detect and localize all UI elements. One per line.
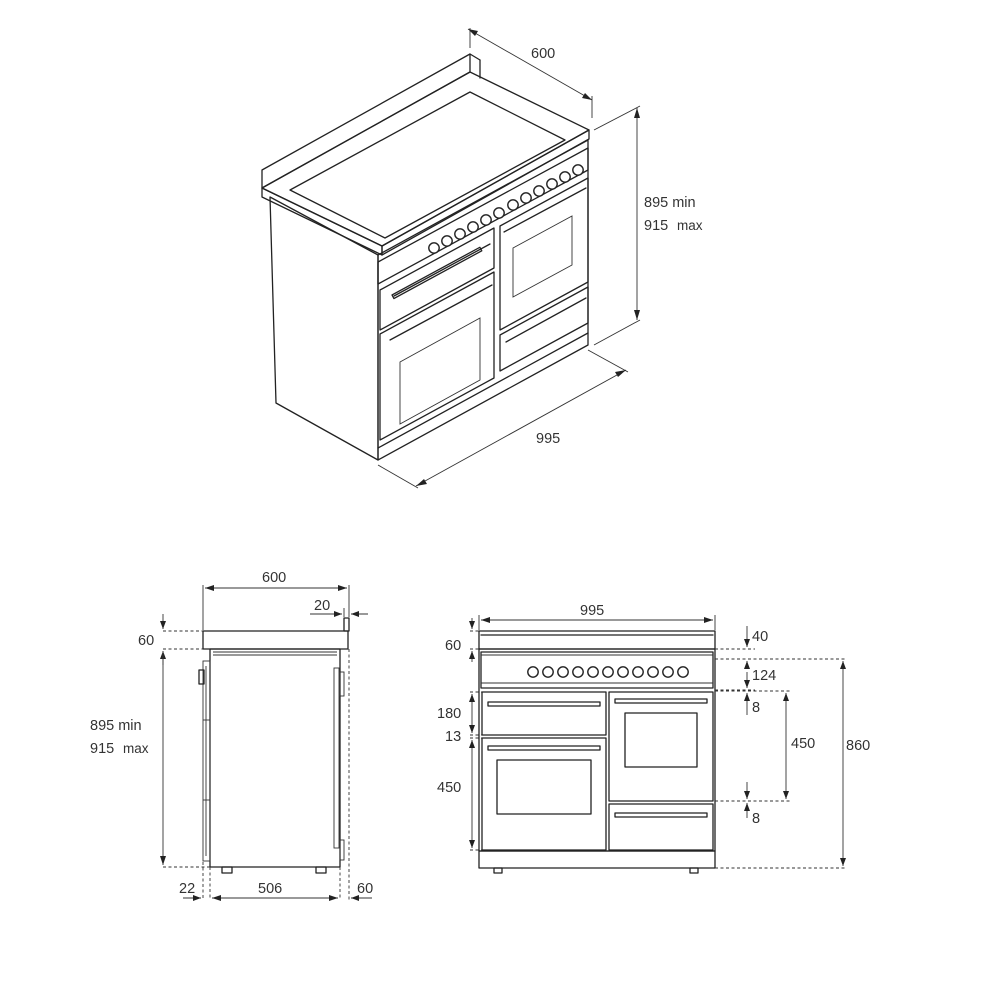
iso-height-dimension: 895 min 915 max xyxy=(593,105,703,346)
side-depth-label: 600 xyxy=(262,570,286,586)
front-gap-bottom-label: 8 xyxy=(752,811,760,827)
front-total-height-label: 860 xyxy=(846,738,870,754)
iso-control-panel xyxy=(377,147,589,285)
side-height-max-word: max xyxy=(123,741,149,756)
iso-worktop-front-edge xyxy=(261,187,383,256)
iso-width-dimension: 995 xyxy=(377,349,629,489)
isometric-view: 600 895 min 915 max 995 xyxy=(261,28,703,489)
iso-right-oven-door xyxy=(499,177,589,331)
iso-depth-label: 600 xyxy=(531,46,555,62)
front-right-oven-door xyxy=(608,691,714,802)
iso-worktop-top xyxy=(261,71,590,247)
iso-width-label: 995 xyxy=(536,431,560,447)
iso-plinth xyxy=(377,332,589,449)
iso-upstand xyxy=(261,53,471,189)
iso-height-max-word: max xyxy=(677,218,703,233)
iso-left-oven-door xyxy=(379,271,495,441)
iso-right-drawer xyxy=(499,286,589,372)
front-plinth xyxy=(478,850,716,869)
side-front-offset-label: 60 xyxy=(357,881,373,897)
side-back-offset-label: 20 xyxy=(314,598,330,614)
side-top-thickness-label: 60 xyxy=(138,633,154,649)
side-body xyxy=(209,648,341,868)
front-left-drawer xyxy=(481,691,607,736)
front-knobs xyxy=(527,666,689,678)
iso-height-max-label: 915 xyxy=(644,218,668,234)
front-control-panel xyxy=(480,651,714,689)
front-right-drawer xyxy=(608,803,714,851)
front-drawer-label: 180 xyxy=(437,706,461,722)
side-height-min-label: 895 min xyxy=(90,718,142,734)
front-left-oven-door xyxy=(481,737,607,851)
front-worktop xyxy=(478,630,716,650)
front-width-label: 995 xyxy=(580,603,604,619)
front-view: 995 60 40 124 8 450 xyxy=(437,603,870,874)
iso-worktop-right-edge xyxy=(381,129,590,256)
iso-knobs xyxy=(428,164,584,254)
iso-height-min-label: 895 min xyxy=(644,195,696,211)
front-gap-top-label: 8 xyxy=(752,700,760,716)
iso-body-front xyxy=(377,139,589,461)
side-foot-offset-label: 22 xyxy=(179,881,195,897)
side-worktop xyxy=(202,630,349,650)
side-upstand xyxy=(343,617,350,632)
iso-left-drawer xyxy=(379,227,495,331)
front-gap-mid-label: 13 xyxy=(445,729,461,745)
front-right-oven-label: 450 xyxy=(791,736,815,752)
front-control-panel-label: 124 xyxy=(752,668,776,684)
front-top-left-label: 60 xyxy=(445,638,461,654)
side-height-max-label: 915 xyxy=(90,741,114,757)
front-left-oven-label: 450 xyxy=(437,780,461,796)
iso-depth-dimension: 600 xyxy=(467,28,593,118)
side-view: 600 20 60 895 min 915 max 22 xyxy=(90,570,373,901)
front-top-right-label: 40 xyxy=(752,629,768,645)
side-foot-spacing-label: 506 xyxy=(258,881,282,897)
iso-hob-surface xyxy=(289,91,566,239)
